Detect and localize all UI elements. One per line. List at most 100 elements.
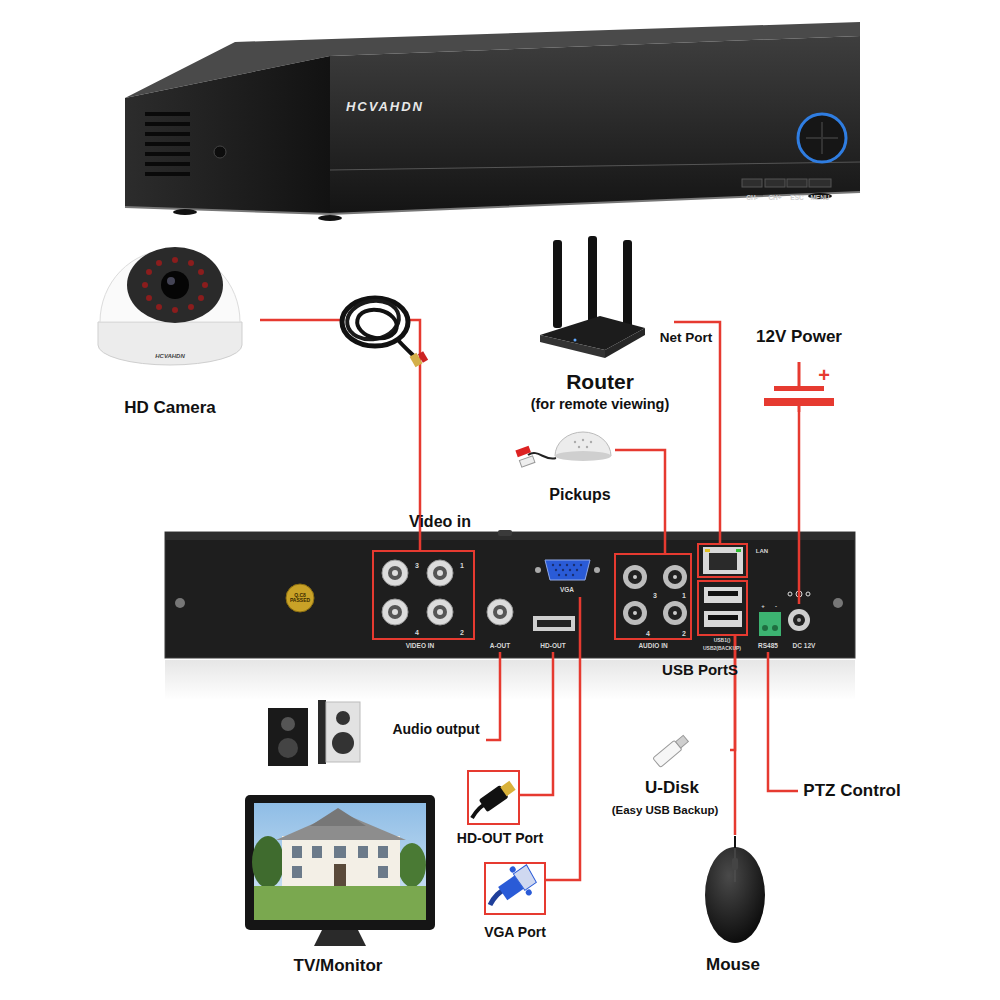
bnc-connectors [437, 609, 443, 615]
hdmi-plug [472, 779, 517, 818]
vga-hdmi-ports [559, 564, 561, 566]
port-label: A-OUT [490, 643, 511, 650]
rca-connectors [663, 565, 687, 589]
hdmi-plug [500, 781, 515, 796]
port-label: USB2(BACKUP) [703, 646, 741, 651]
bnc-connectors [392, 570, 398, 576]
device-label: HD-OUT Port [457, 831, 543, 846]
rca-connectors [623, 601, 647, 625]
port-label: 3 [415, 562, 419, 569]
cable-coil [410, 353, 423, 367]
monitor [245, 795, 435, 946]
device-label: TV/Monitor [294, 957, 383, 975]
terminal-and-power-jack [793, 614, 805, 626]
vga-hdmi-ports [569, 569, 571, 571]
device-label: Mouse [706, 956, 760, 974]
device-label: HD Camera [124, 399, 216, 417]
router [540, 335, 605, 358]
port-label: USB PortS [662, 662, 738, 678]
vga-plug [490, 859, 542, 907]
hdmi-plug [479, 779, 517, 812]
device-label: (for remote viewing) [531, 397, 670, 412]
monitor [334, 846, 346, 858]
router [553, 240, 562, 328]
dvr-front-illustration [765, 179, 785, 187]
dome-camera [188, 304, 194, 310]
rca-connectors [633, 575, 637, 579]
dvr-front: HCVAHDNCH-CH+ESCMENU [125, 20, 860, 217]
vga-hdmi-ports [576, 569, 578, 571]
lan-usb-ports [705, 549, 710, 552]
port-label: RS485 [758, 643, 778, 650]
vga-hdmi-ports [533, 616, 575, 631]
video-in-group: Video in3142VIDEO IN [372, 550, 475, 640]
pickup-microphone [590, 441, 592, 443]
monitor [245, 795, 435, 930]
connector-line [615, 450, 665, 553]
pickup-microphone [555, 451, 611, 461]
pickup-microphone [582, 439, 584, 441]
device-label: (Easy USB Backup) [612, 804, 719, 816]
port-label: 3 [653, 592, 657, 599]
monitor [334, 864, 346, 886]
monitor [314, 930, 366, 946]
dome-camera [156, 260, 162, 266]
pickup-microphone [586, 446, 588, 448]
terminal-and-power-jack [772, 625, 778, 631]
dvr-front-illustration [125, 22, 860, 221]
panel-reflection [165, 660, 855, 700]
terminal-and-power-jack [788, 609, 810, 631]
dome-camera [142, 282, 148, 288]
dvr-front-illustration [145, 162, 190, 166]
router [574, 339, 577, 342]
connector-line [730, 636, 735, 750]
vga-hdmi-ports [594, 567, 600, 573]
vga-hdmi-ports [562, 569, 564, 571]
router [623, 240, 632, 328]
connector-line [674, 322, 720, 543]
dvr-front-illustration [145, 172, 190, 176]
dome-camera [142, 257, 208, 313]
port-label: HD-OUT [540, 643, 565, 650]
vga-hdmi-ports [552, 564, 582, 576]
front-panel-text: MENU [810, 195, 829, 202]
port-label: USB1() [714, 638, 731, 643]
vga-hdmi-ports [565, 574, 567, 576]
bnc-connectors [433, 566, 447, 580]
lan-port: LAN [697, 543, 748, 578]
rca-connectors [628, 570, 642, 584]
terminal-and-power-jack [759, 591, 810, 636]
dome-camera [161, 271, 189, 299]
router-device: Router(for remote viewing) [528, 235, 674, 415]
router [540, 236, 645, 358]
hdmi-plug-box: HD-OUT Port [467, 770, 520, 825]
port-label: 2 [460, 629, 464, 636]
dome-camera [188, 260, 194, 266]
audio-in-group: 3142AUDIO IN [614, 553, 692, 640]
device-label: PTZ Control [803, 782, 900, 800]
port-label: VIDEO IN [406, 643, 435, 650]
port-label: DC 12V [793, 643, 816, 650]
dvr-front-illustration [214, 146, 226, 158]
dvr-back-panel-body [833, 598, 843, 608]
lan-usb-ports [704, 587, 742, 603]
vga-plug [525, 888, 533, 896]
computer-mouse [705, 836, 765, 943]
pickup-microphone [578, 446, 580, 448]
monitor [292, 846, 302, 858]
hdmi-port: HD-OUT [530, 612, 576, 652]
dvr-front-illustration [145, 112, 190, 176]
dvr-front-illustration [787, 179, 807, 187]
vga-hdmi-ports [558, 574, 560, 576]
rca-connectors [673, 575, 677, 579]
vga-plug-box: VGA Port [484, 862, 546, 915]
router [605, 328, 645, 358]
cable-coil [355, 306, 400, 342]
pickup-microphone [515, 446, 531, 457]
edge-label: Net Port [660, 331, 713, 345]
device-label: HCVAHDN [155, 353, 185, 359]
monitor [398, 843, 426, 887]
bnc-connectors [388, 605, 402, 619]
